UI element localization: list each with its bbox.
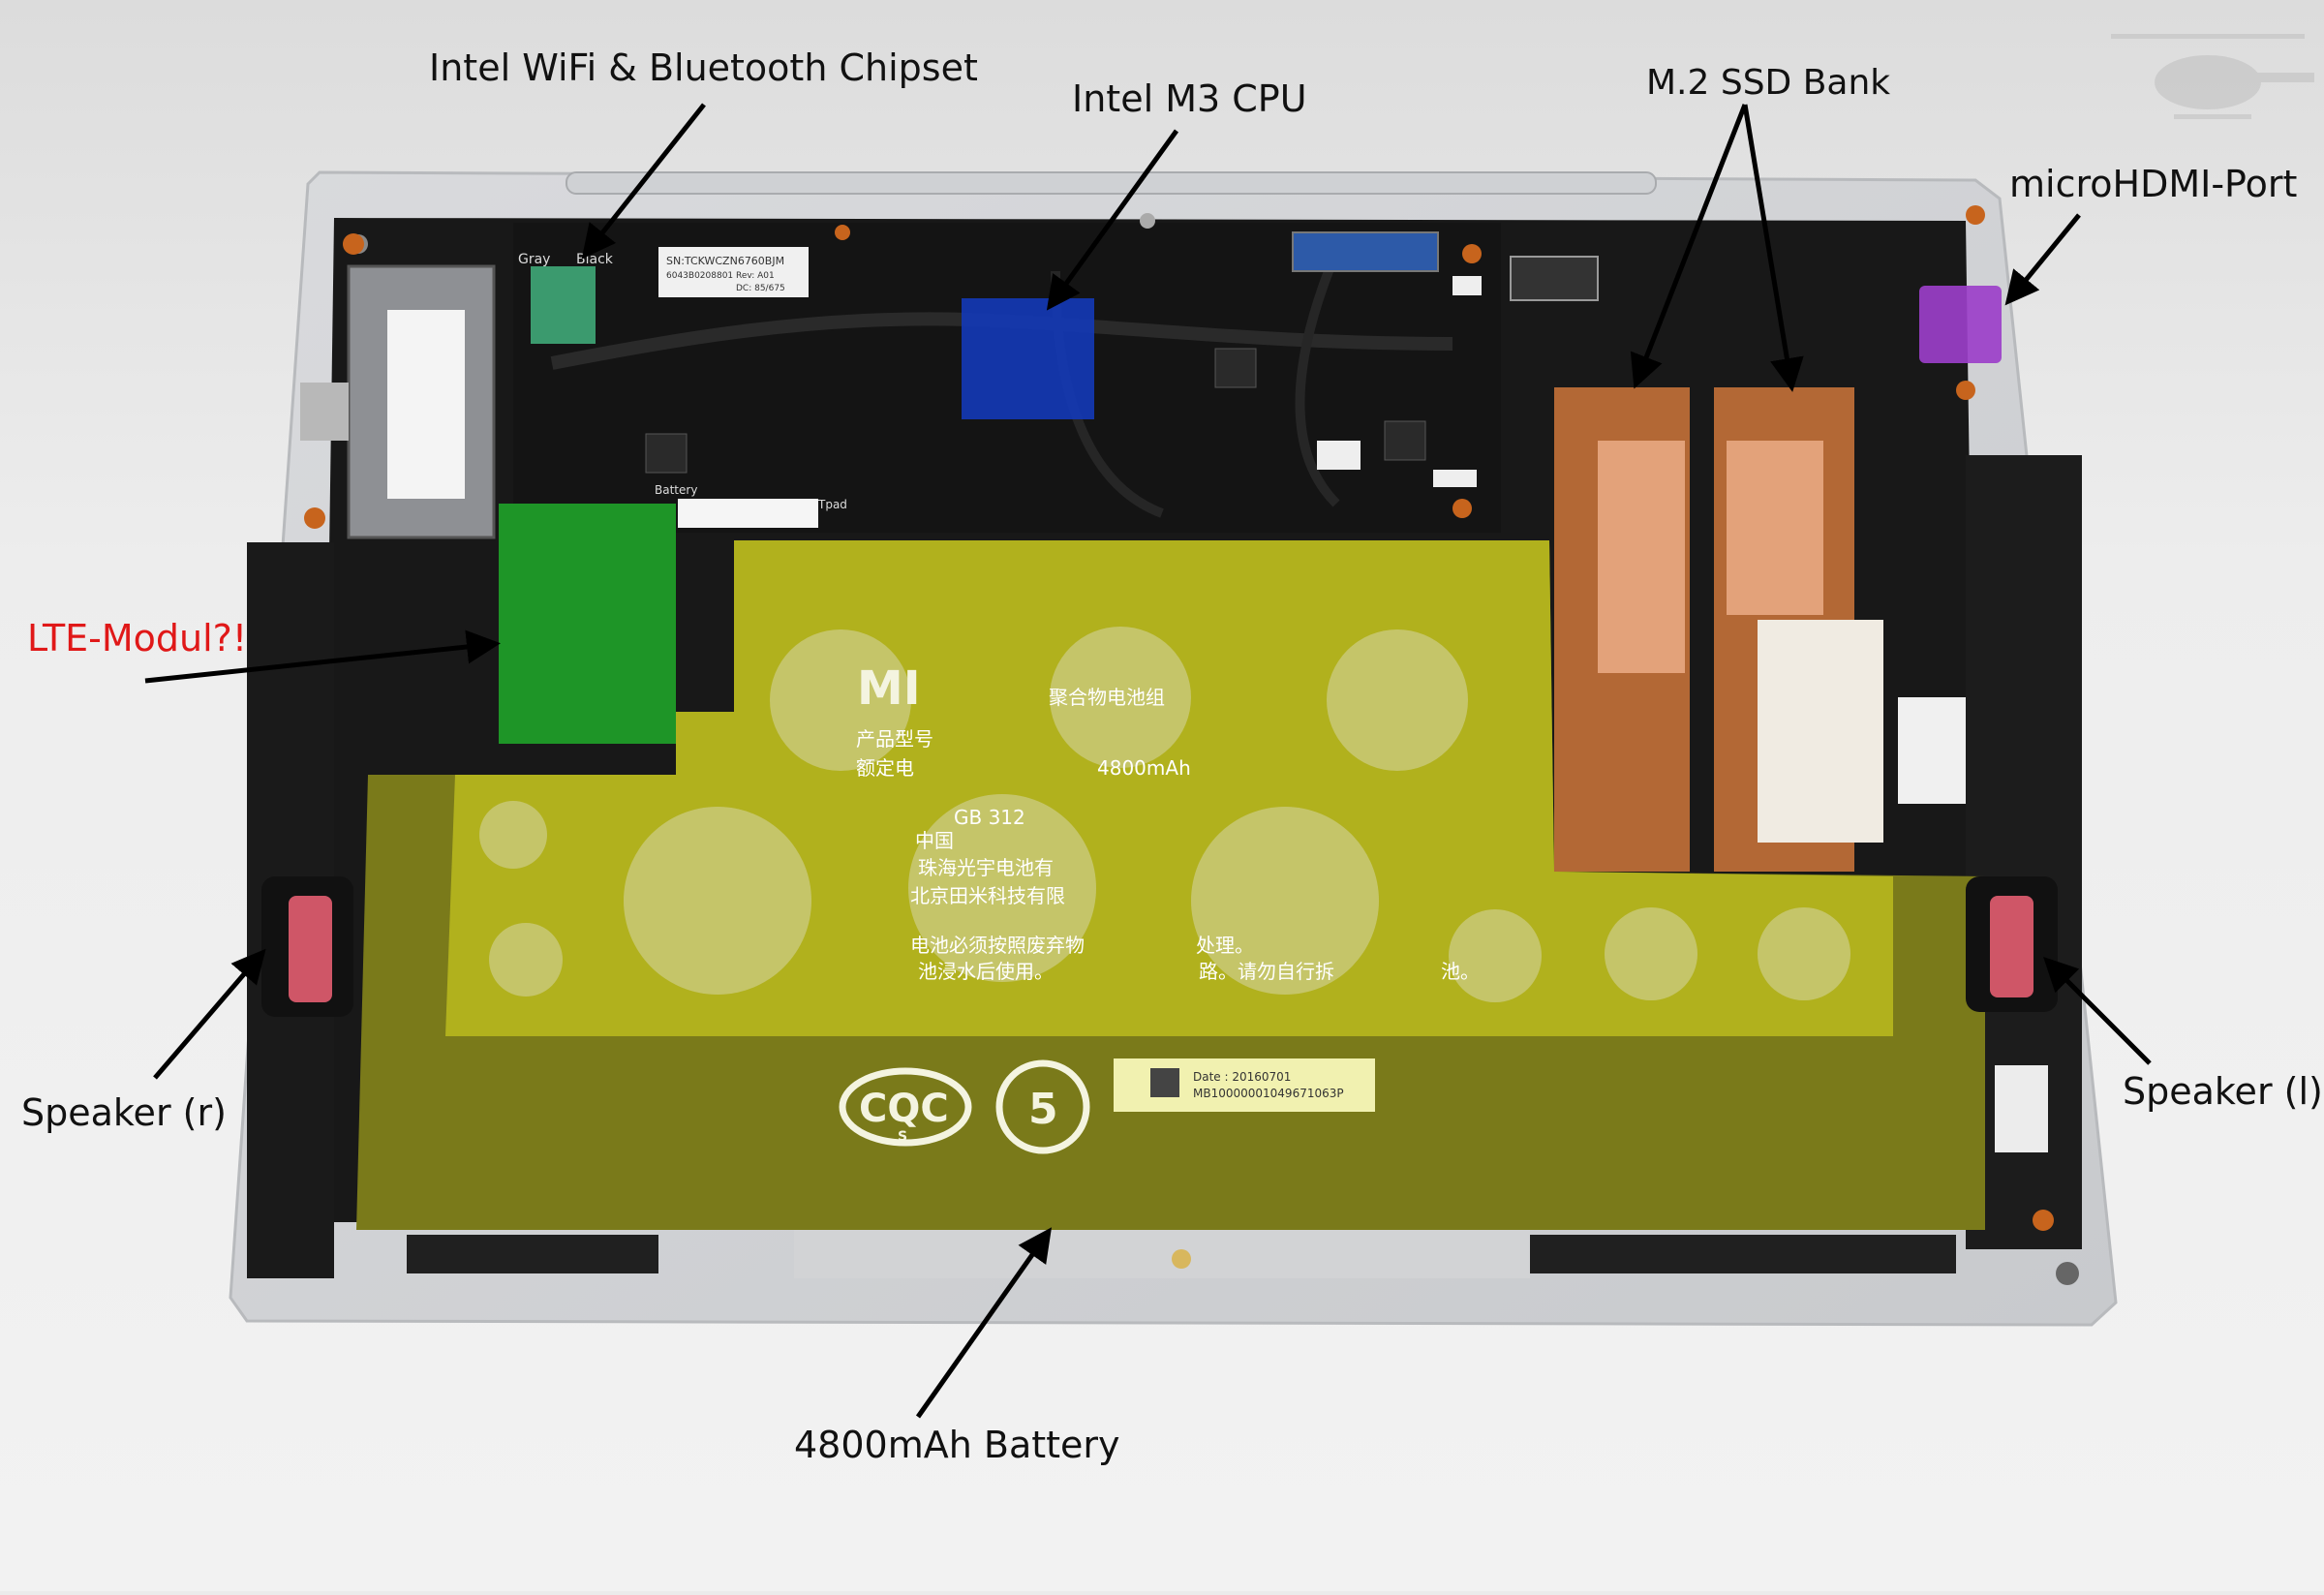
battery-print-maker2: 北京田米科技有限	[910, 884, 1065, 907]
battery-print-warn1b: 处理。	[1196, 934, 1254, 957]
cqc-logo-sub: S	[898, 1129, 907, 1145]
lte-tpad-tag: Tpad	[817, 498, 847, 511]
left-module-area	[300, 264, 496, 539]
arrow-wifi	[581, 103, 706, 260]
label-ssd-bank: M.2 SSD Bank	[1646, 63, 1891, 103]
label-speaker-r: Speaker (r)	[21, 1091, 227, 1134]
cpu-highlight	[962, 298, 1094, 419]
battery-print-warn2b: 路。请勿自行拆	[1199, 960, 1334, 983]
wifi-wire-black: Black	[576, 252, 614, 267]
label-speaker-l: Speaker (l)	[2123, 1070, 2323, 1113]
battery-print-warn2c: 池。	[1441, 960, 1480, 983]
wifi-wire-gray: Gray	[518, 252, 550, 267]
arrow-cpu	[1046, 129, 1179, 311]
speaker-left	[1966, 876, 2058, 1012]
lte-battery-tag: Battery	[655, 483, 697, 497]
arrow-ssd-2	[1742, 104, 1804, 392]
cpu-sticker-sn: SN:TCKWCZN6760BJM	[666, 255, 784, 267]
arrow-speaker-l	[2043, 957, 2152, 1065]
cpu-sticker-rev: 6043B0208801 Rev: A01	[666, 271, 775, 281]
speaker-right	[261, 876, 353, 1017]
arrow-battery	[915, 1227, 1053, 1419]
arrow-ssd-1	[1630, 104, 1748, 389]
battery-date: Date : 20160701	[1193, 1070, 1291, 1084]
label-lte-module: LTE-Modul?!	[27, 617, 248, 659]
annotation-arrows	[144, 103, 2152, 1419]
recycle-period-text: 5	[1028, 1085, 1058, 1134]
ssd-bank	[1554, 387, 1883, 872]
qr-code-icon	[1150, 1068, 1179, 1097]
bottom-vent	[794, 1230, 1530, 1278]
arrow-speaker-r	[153, 948, 266, 1080]
battery-print-maker1: 珠海光宇电池有	[918, 856, 1054, 879]
right-side-components	[1898, 697, 2048, 1152]
battery-print-warn1: 电池必须按照废弃物	[910, 934, 1085, 957]
label-cpu: Intel M3 CPU	[1072, 77, 1307, 120]
arrow-lte	[144, 629, 501, 684]
battery-print-line2: 产品型号	[856, 727, 933, 751]
helicopter-watermark-icon	[2111, 34, 2314, 119]
battery-print-line3: 额定电	[856, 756, 914, 780]
battery-serial: MB10000001049671063P	[1193, 1087, 1344, 1100]
battery-capacity-print: 4800mAh	[1097, 756, 1191, 780]
battery-print-gb: GB 312	[954, 806, 1025, 829]
battery-print-warn2: 池浸水后使用。	[918, 960, 1054, 983]
cqc-logo-text: CQC	[859, 1087, 949, 1131]
label-battery: 4800mAh Battery	[794, 1424, 1120, 1466]
battery-brand: MI	[857, 661, 921, 716]
label-wifi-chipset: Intel WiFi & Bluetooth Chipset	[429, 46, 978, 89]
cqc-logo-icon	[839, 1067, 972, 1147]
cpu-sticker-dc: DC: 85/675	[736, 284, 785, 293]
lte-module: Battery Tpad	[499, 483, 847, 744]
battery-print-china: 中国	[915, 829, 954, 852]
microhdmi-port-highlight	[1919, 286, 2002, 363]
recycle-period-icon	[995, 1059, 1090, 1154]
label-microhdmi: microHDMI-Port	[2009, 163, 2298, 205]
battery: MI 聚合物电池组 产品型号 额定电 4800mAh GB 312 中国 珠海光…	[356, 540, 1985, 1230]
arrow-hdmi	[2004, 213, 2081, 306]
battery-print-line1: 聚合物电池组	[1049, 686, 1165, 709]
